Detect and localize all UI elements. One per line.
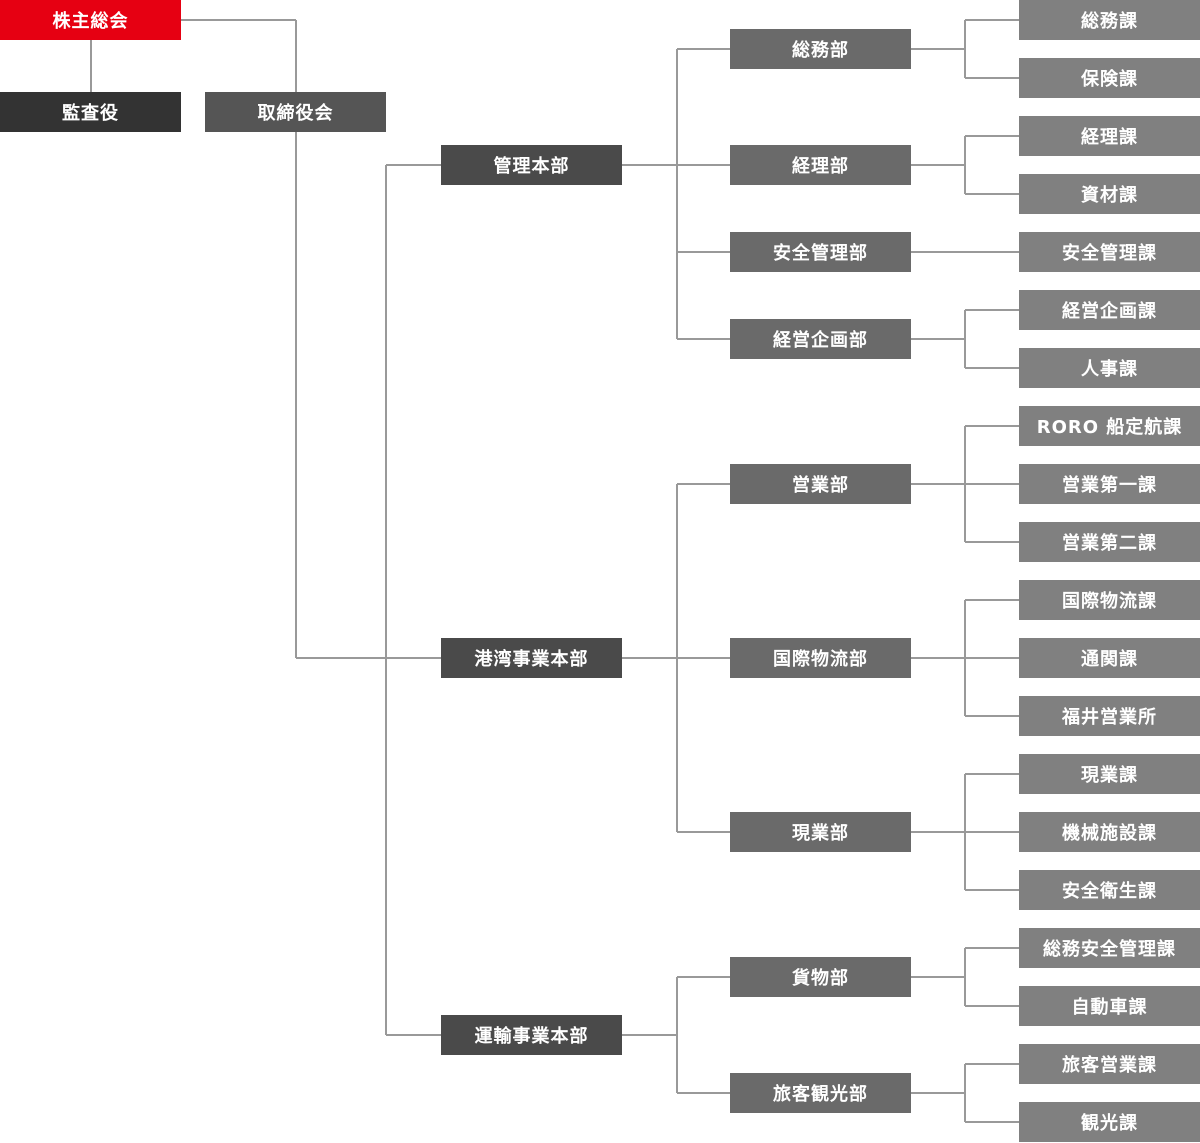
section-box-label: 安全衛生課 bbox=[1062, 881, 1157, 902]
department-box: 安全管理部 bbox=[730, 232, 911, 272]
section-box-label: RORO 船定航課 bbox=[1036, 417, 1183, 438]
section-box-label: 営業第一課 bbox=[1062, 475, 1157, 496]
section-box: 総務安全管理課 bbox=[1019, 928, 1200, 968]
section-box-label: 現業課 bbox=[1081, 765, 1138, 786]
section-box: 人事課 bbox=[1019, 348, 1200, 388]
section-box-label: 資材課 bbox=[1081, 185, 1138, 206]
department-box: 営業部 bbox=[730, 464, 911, 504]
section-box-label: 国際物流課 bbox=[1062, 591, 1157, 612]
department-box-label: 貨物部 bbox=[792, 968, 849, 989]
department-box-label: 旅客観光部 bbox=[773, 1084, 868, 1105]
section-box: 機械施設課 bbox=[1019, 812, 1200, 852]
section-box: 通関課 bbox=[1019, 638, 1200, 678]
board-box: 取締役会 bbox=[205, 92, 386, 132]
shareholders-label: 株主総会 bbox=[52, 11, 129, 32]
section-box: 旅客営業課 bbox=[1019, 1044, 1200, 1084]
section-box: 現業課 bbox=[1019, 754, 1200, 794]
division-box: 管理本部 bbox=[441, 145, 622, 185]
section-box-label: 経理課 bbox=[1081, 127, 1138, 148]
department-box: 国際物流部 bbox=[730, 638, 911, 678]
department-box-label: 営業部 bbox=[792, 475, 849, 496]
department-box: 総務部 bbox=[730, 29, 911, 69]
board-label: 取締役会 bbox=[257, 103, 334, 124]
section-box: 福井営業所 bbox=[1019, 696, 1200, 736]
section-box: 経理課 bbox=[1019, 116, 1200, 156]
section-box: RORO 船定航課 bbox=[1019, 406, 1200, 446]
division-box-label: 管理本部 bbox=[493, 156, 570, 177]
department-box-label: 経理部 bbox=[792, 156, 849, 177]
division-box: 運輸事業本部 bbox=[441, 1015, 622, 1055]
department-box-label: 現業部 bbox=[792, 823, 849, 844]
department-box-label: 国際物流部 bbox=[773, 649, 868, 670]
section-box-label: 自動車課 bbox=[1071, 997, 1148, 1018]
department-box-label: 経営企画部 bbox=[773, 330, 868, 351]
section-box: 安全管理課 bbox=[1019, 232, 1200, 272]
department-box: 貨物部 bbox=[730, 957, 911, 997]
section-box: 資材課 bbox=[1019, 174, 1200, 214]
section-box: 安全衛生課 bbox=[1019, 870, 1200, 910]
department-box: 経営企画部 bbox=[730, 319, 911, 359]
section-box-label: 安全管理課 bbox=[1062, 243, 1157, 264]
section-box: 保険課 bbox=[1019, 58, 1200, 98]
section-box: 国際物流課 bbox=[1019, 580, 1200, 620]
auditor-box: 監査役 bbox=[0, 92, 181, 132]
division-box-label: 運輸事業本部 bbox=[474, 1026, 589, 1047]
section-box-label: 総務安全管理課 bbox=[1043, 939, 1176, 960]
department-box: 現業部 bbox=[730, 812, 911, 852]
section-box-label: 人事課 bbox=[1081, 359, 1138, 380]
section-box-label: 総務課 bbox=[1081, 11, 1138, 32]
auditor-label: 監査役 bbox=[62, 103, 119, 124]
division-box: 港湾事業本部 bbox=[441, 638, 622, 678]
shareholders-box: 株主総会 bbox=[0, 0, 181, 40]
department-box-label: 総務部 bbox=[792, 40, 849, 61]
department-box-label: 安全管理部 bbox=[773, 243, 868, 264]
section-box-label: 経営企画課 bbox=[1062, 301, 1157, 322]
division-box-label: 港湾事業本部 bbox=[474, 649, 589, 670]
section-box-label: 通関課 bbox=[1081, 649, 1138, 670]
section-box: 観光課 bbox=[1019, 1102, 1200, 1142]
section-box: 営業第一課 bbox=[1019, 464, 1200, 504]
department-box: 経理部 bbox=[730, 145, 911, 185]
section-box-label: 機械施設課 bbox=[1062, 823, 1157, 844]
section-box: 総務課 bbox=[1019, 0, 1200, 40]
section-box: 自動車課 bbox=[1019, 986, 1200, 1026]
section-box-label: 観光課 bbox=[1081, 1113, 1138, 1134]
section-box: 営業第二課 bbox=[1019, 522, 1200, 562]
section-box-label: 旅客営業課 bbox=[1062, 1055, 1157, 1076]
section-box-label: 営業第二課 bbox=[1062, 533, 1157, 554]
department-box: 旅客観光部 bbox=[730, 1073, 911, 1113]
section-box-label: 保険課 bbox=[1081, 69, 1138, 90]
section-box: 経営企画課 bbox=[1019, 290, 1200, 330]
section-box-label: 福井営業所 bbox=[1062, 707, 1157, 728]
